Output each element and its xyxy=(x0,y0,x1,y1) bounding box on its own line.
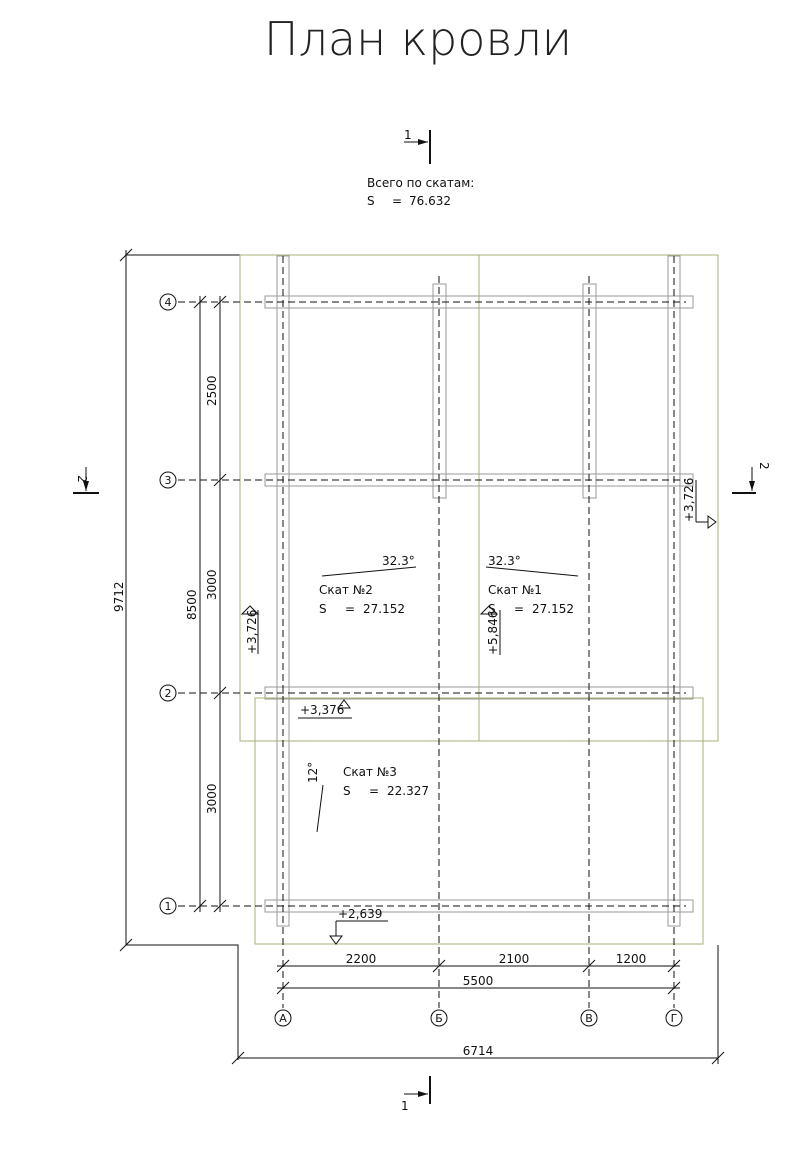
section-label-top: 1 xyxy=(404,128,412,142)
row-axis-marker-1: 1 xyxy=(159,897,177,915)
col-axis-marker-a: А xyxy=(274,1009,292,1027)
col-dim-b-v: 2100 xyxy=(499,952,530,966)
svg-text:2: 2 xyxy=(757,462,771,470)
svg-text:1: 1 xyxy=(165,900,172,913)
svg-text:Б: Б xyxy=(435,1012,443,1025)
slope-1-eq: = xyxy=(514,602,524,616)
slope-1-area: 27.152 xyxy=(532,602,574,616)
slope-2-s: S xyxy=(319,602,327,616)
elevation-left-ridge: +3,726 xyxy=(240,605,260,654)
svg-text:1: 1 xyxy=(401,1099,409,1113)
svg-text:+3,726: +3,726 xyxy=(682,478,696,522)
col-dim-v-g: 1200 xyxy=(616,952,647,966)
row-dimension-chain xyxy=(193,295,227,913)
col-axis-marker-v: В xyxy=(580,1009,598,1027)
slope-1-arrow xyxy=(485,566,579,577)
row-dim-4-3: 2500 xyxy=(205,375,219,406)
section-mark-left: 2 xyxy=(73,467,99,494)
row-axis-marker-3: 3 xyxy=(159,471,177,489)
svg-text:+3,376: +3,376 xyxy=(300,703,344,717)
outer-contour xyxy=(119,248,725,1065)
col-axis-marker-g: Г xyxy=(665,1009,683,1027)
elevation-eave-row2: +3,376 xyxy=(298,699,352,719)
elevation-eave-row1: +2,639 xyxy=(329,907,388,945)
slope-2-name: Скат №2 xyxy=(319,583,373,597)
section-mark-right: 2 xyxy=(732,462,771,494)
svg-text:Г: Г xyxy=(671,1012,678,1025)
total-area-s: S xyxy=(367,194,375,208)
svg-text:+5,846: +5,846 xyxy=(486,611,500,655)
row-axis-lines xyxy=(178,301,686,907)
slope-outlines xyxy=(239,254,719,945)
slope-3-s: S xyxy=(343,784,351,798)
slope-3-name: Скат №3 xyxy=(343,765,397,779)
section-mark-bottom: 1 xyxy=(401,1076,431,1113)
row-axis-marker-4: 4 xyxy=(159,293,177,311)
svg-text:А: А xyxy=(279,1012,287,1025)
svg-text:2: 2 xyxy=(165,687,172,700)
slope-3-arrow xyxy=(316,784,324,833)
total-area-eq: = xyxy=(392,194,402,208)
row-dim-2-1: 3000 xyxy=(205,783,219,814)
slope-2-angle: 32.3° xyxy=(382,554,415,568)
slope-2-arrow xyxy=(321,566,417,577)
rows-total-dim: 8500 xyxy=(185,589,199,620)
slope-1-name: Скат №1 xyxy=(488,583,542,597)
col-axis-marker-b: Б xyxy=(430,1009,448,1027)
total-area-label: Всего по скатам: xyxy=(367,176,474,190)
row-axis-marker-2: 2 xyxy=(159,684,177,702)
svg-text:В: В xyxy=(585,1012,593,1025)
slope-3-area: 22.327 xyxy=(387,784,429,798)
section-mark-top: 1 xyxy=(404,128,431,164)
total-area-value: 76.632 xyxy=(409,194,451,208)
slope-1-angle: 32.3° xyxy=(488,554,521,568)
row-dim-3-2: 3000 xyxy=(205,569,219,600)
slope-2-area: 27.152 xyxy=(363,602,405,616)
overall-width-dim: 6714 xyxy=(463,1044,494,1058)
horizontal-beams xyxy=(264,295,694,913)
drawing-title: План кровли xyxy=(264,12,572,66)
col-dim-a-b: 2200 xyxy=(346,952,377,966)
svg-text:+2,639: +2,639 xyxy=(338,907,382,921)
col-dimension-chain xyxy=(276,959,681,995)
slope-3-eq: = xyxy=(369,784,379,798)
svg-text:4: 4 xyxy=(165,296,172,309)
overall-height-dim: 9712 xyxy=(112,581,126,612)
cols-total-dim: 5500 xyxy=(463,974,494,988)
svg-text:3: 3 xyxy=(165,474,172,487)
svg-text:2: 2 xyxy=(75,475,89,483)
svg-text:+3,726: +3,726 xyxy=(245,610,259,654)
slope-3-angle: 12° xyxy=(306,762,320,783)
elevation-ridge-center: +5,846 xyxy=(479,605,501,655)
elevation-right-ridge: +3,726 xyxy=(682,478,717,529)
slope-2-eq: = xyxy=(345,602,355,616)
column-axis-lines xyxy=(282,256,675,1008)
